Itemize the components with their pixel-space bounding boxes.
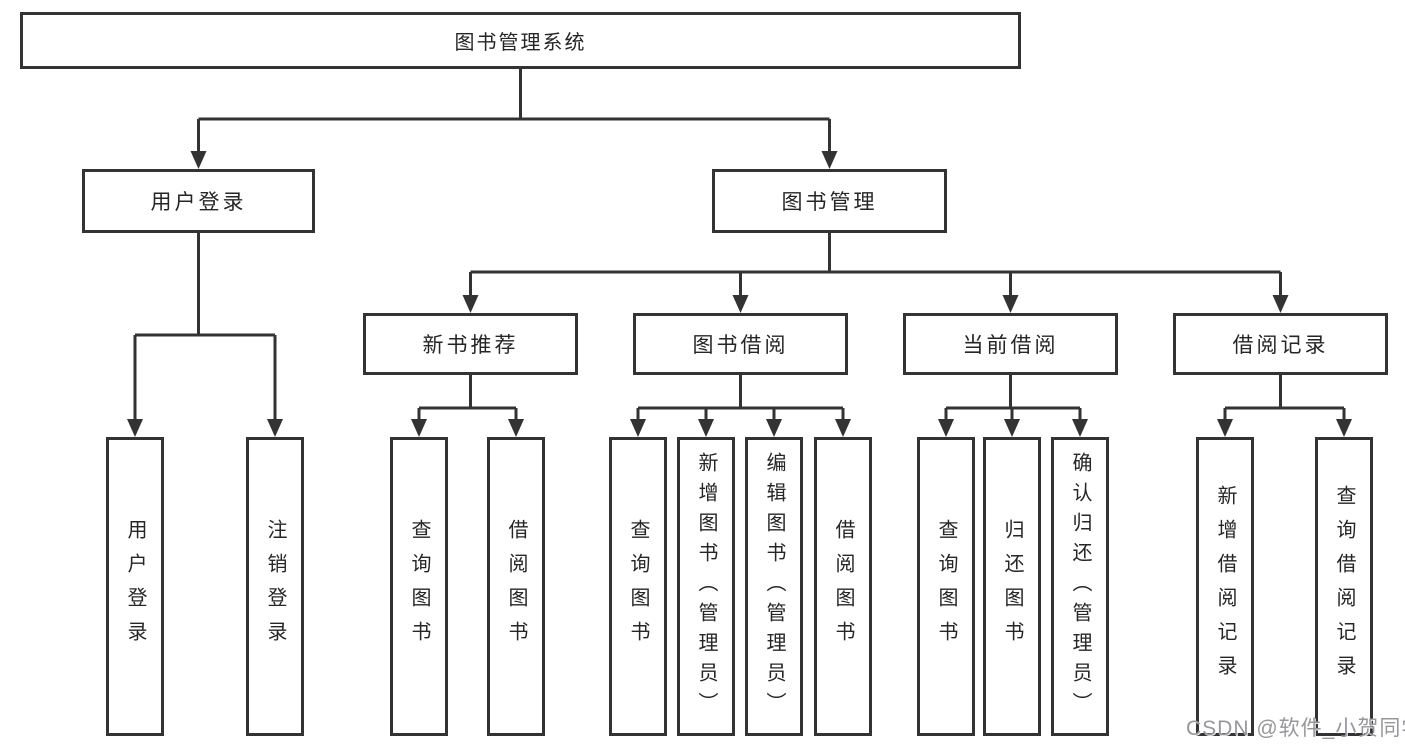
csdn-watermark: CSDN @软件_小贺同学 bbox=[1186, 717, 1405, 740]
node-label: 新增借阅记录 bbox=[1214, 484, 1236, 689]
node-label: 确认归还（管理员） bbox=[1069, 451, 1091, 722]
leaf-borrow-books-recommend: 借阅图书 bbox=[487, 437, 545, 736]
node-label: 新书推荐 bbox=[422, 334, 519, 357]
node-new-book-recommend: 新书推荐 bbox=[363, 313, 578, 375]
leaf-add-books-admin: 新增图书（管理员） bbox=[677, 437, 735, 736]
leaf-confirm-return-admin: 确认归还（管理员） bbox=[1051, 437, 1109, 736]
node-user-login: 用户登录 bbox=[82, 169, 315, 233]
node-label: 借阅图书 bbox=[505, 518, 527, 655]
node-label: 查询图书 bbox=[627, 518, 649, 655]
node-label: 查询借阅记录 bbox=[1333, 484, 1355, 689]
node-label: 用户登录 bbox=[124, 518, 146, 655]
node-label: 借阅记录 bbox=[1232, 334, 1329, 357]
leaf-borrow-books: 借阅图书 bbox=[814, 437, 872, 736]
leaf-query-books-current: 查询图书 bbox=[917, 437, 975, 736]
node-label: 注销登录 bbox=[264, 518, 286, 655]
node-label: 当前借阅 bbox=[962, 334, 1059, 357]
node-label: 归还图书 bbox=[1001, 518, 1023, 655]
leaf-return-books: 归还图书 bbox=[983, 437, 1041, 736]
leaf-user-login: 用户登录 bbox=[106, 437, 164, 736]
node-current-borrowing: 当前借阅 bbox=[903, 313, 1118, 375]
leaf-logout: 注销登录 bbox=[246, 437, 304, 736]
node-label: 查询图书 bbox=[935, 518, 957, 655]
node-book-borrowing: 图书借阅 bbox=[633, 313, 848, 375]
node-borrowing-records: 借阅记录 bbox=[1173, 313, 1388, 375]
node-label: 查询图书 bbox=[408, 518, 430, 655]
node-label: 图书管理系统 bbox=[454, 32, 587, 54]
node-library-management-system: 图书管理系统 bbox=[20, 12, 1021, 69]
leaf-query-books-recommend: 查询图书 bbox=[390, 437, 448, 736]
node-book-management: 图书管理 bbox=[712, 169, 947, 233]
node-label: 图书管理 bbox=[781, 191, 878, 214]
leaf-query-books-borrowing: 查询图书 bbox=[609, 437, 667, 736]
node-label: 图书借阅 bbox=[692, 334, 789, 357]
leaf-edit-books-admin: 编辑图书（管理员） bbox=[745, 437, 803, 736]
node-label: 用户登录 bbox=[150, 191, 247, 214]
node-label: 借阅图书 bbox=[832, 518, 854, 655]
node-label: 编辑图书（管理员） bbox=[763, 451, 785, 722]
node-label: 新增图书（管理员） bbox=[695, 451, 717, 722]
leaf-add-borrow-record: 新增借阅记录 bbox=[1196, 437, 1254, 736]
leaf-query-borrow-record: 查询借阅记录 bbox=[1315, 437, 1373, 736]
